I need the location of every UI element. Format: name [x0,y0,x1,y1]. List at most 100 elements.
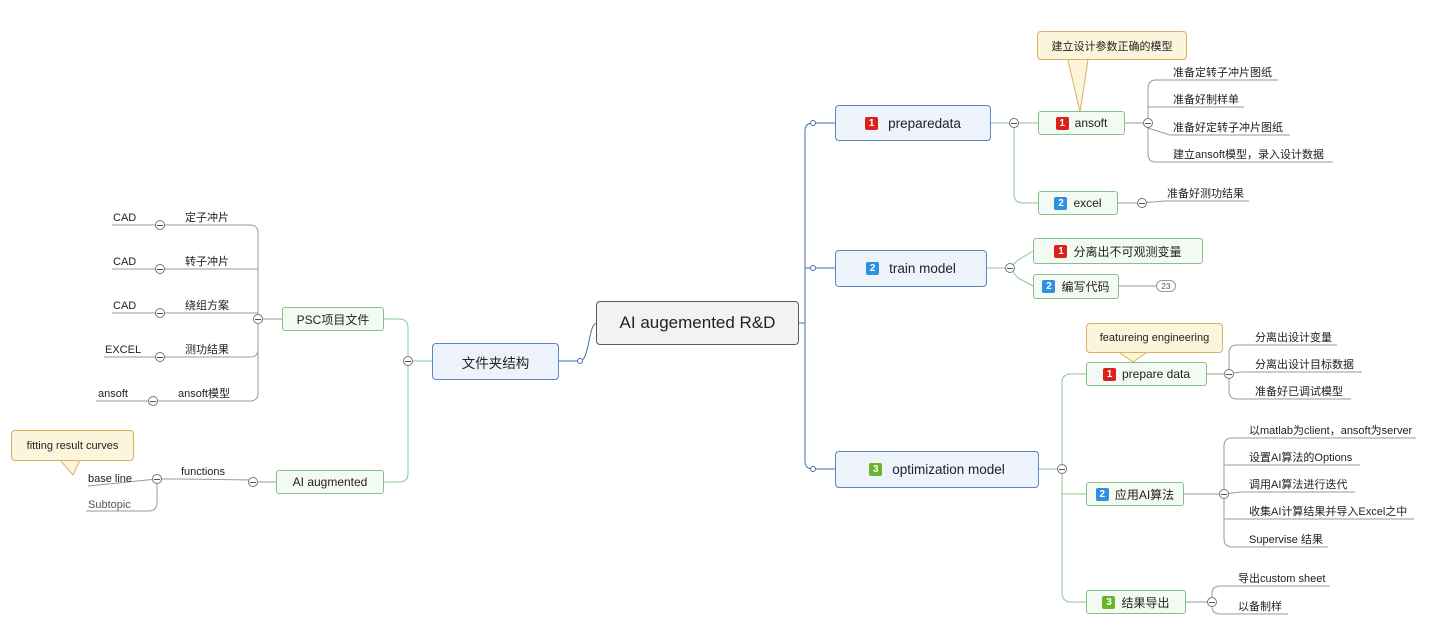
leaf-label: 准备好已调试模型 [1255,386,1343,398]
leaf-prepare-item[interactable]: 分离出设计目标数据 [1255,358,1354,372]
leaf-label: 准备好制样单 [1173,94,1239,106]
leaf-ansoft-item[interactable]: 准备好定转子冲片图纸 [1173,121,1283,135]
leaf-label: 准备好定转子冲片图纸 [1173,122,1283,134]
leaf-label: 测功结果 [185,344,229,356]
leaf-label: 收集AI计算结果并导入Excel之中 [1249,506,1408,518]
collapsed-count-badge[interactable]: 23 [1156,280,1176,292]
topic-separate-unobservable[interactable]: 1 分离出不可观测变量 [1033,238,1203,264]
topic-write-code[interactable]: 2 编写代码 [1033,274,1119,299]
leaf-psc-left[interactable]: CAD [113,211,136,225]
collapse-toggle[interactable] [248,477,258,487]
topic-prepare-data[interactable]: 1 prepare data [1086,362,1207,386]
topic-label: AI augmented [292,475,368,489]
collapse-toggle[interactable] [155,352,165,362]
leaf-ansoft-item[interactable]: 建立ansoft模型，录入设计数据 [1173,148,1324,162]
topic-label: 应用AI算法 [1114,487,1175,502]
leaf-excel-item[interactable]: 准备好测功结果 [1167,187,1244,201]
topic-label: excel [1073,196,1102,210]
leaf-psc-right[interactable]: 绕组方案 [185,299,229,313]
connector-dot[interactable] [810,466,816,472]
priority-1-icon: 1 [1102,367,1116,381]
topic-label: train model [889,261,956,276]
leaf-psc-right[interactable]: 转子冲片 [185,255,229,269]
leaf-apply-item[interactable]: 以matlab为client，ansoft为server [1249,424,1412,438]
priority-2-icon: 2 [1042,280,1056,293]
collapse-toggle[interactable] [152,474,162,484]
leaf-apply-item[interactable]: 收集AI计算结果并导入Excel之中 [1249,505,1407,519]
leaf-label: 建立ansoft模型，录入设计数据 [1173,149,1324,161]
leaf-psc-left[interactable]: CAD [113,255,136,269]
leaf-ansoft-item[interactable]: 准备定转子冲片图纸 [1173,66,1272,80]
collapse-toggle[interactable] [403,356,413,366]
collapse-toggle[interactable] [155,264,165,274]
callout-label: 建立设计参数正确的模型 [1051,40,1173,53]
topic-label: preparedata [888,115,961,131]
callout-feature-engineering[interactable]: featureing engineering [1086,323,1223,353]
leaf-psc-left[interactable]: EXCEL [105,343,141,357]
collapse-toggle[interactable] [155,220,165,230]
collapse-toggle[interactable] [1009,118,1019,128]
leaf-psc-left[interactable]: CAD [113,299,136,313]
collapse-toggle[interactable] [155,308,165,318]
collapse-toggle[interactable] [1219,489,1229,499]
topic-optimization-model[interactable]: 3 optimization model [835,451,1039,488]
topic-label: 分离出不可观测变量 [1073,244,1182,259]
topic-ai-augmented[interactable]: AI augmented [276,470,384,494]
leaf-label: CAD [113,212,137,224]
collapse-toggle[interactable] [253,314,263,324]
leaf-apply-item[interactable]: 调用AI算法进行迭代 [1249,478,1347,492]
collapse-toggle[interactable] [1137,198,1147,208]
leaf-functions[interactable]: functions [181,465,225,479]
priority-2-icon: 2 [866,262,880,275]
topic-psc-files[interactable]: PSC项目文件 [282,307,384,331]
collapse-toggle[interactable] [1057,464,1067,474]
connector-dot[interactable] [810,120,816,126]
collapse-toggle[interactable] [1207,597,1217,607]
leaf-psc-right[interactable]: 测功结果 [185,343,229,357]
leaf-base-line[interactable]: base line [88,472,132,486]
topic-ansoft[interactable]: 1 ansoft [1038,111,1125,135]
connector-dot[interactable] [577,358,583,364]
topic-folder-structure[interactable]: 文件夹结构 [432,343,559,380]
leaf-label: 以matlab为client，ansoft为server [1249,425,1413,437]
callout-label: featureing engineering [1099,332,1210,344]
topic-preparedata[interactable]: 1 preparedata [835,105,991,141]
leaf-apply-item[interactable]: Supervise 结果 [1249,533,1323,547]
leaf-label: EXCEL [105,344,142,356]
callout-label: fitting result curves [26,439,119,452]
topic-train-model[interactable]: 2 train model [835,250,987,287]
topic-label: ansoft [1074,116,1108,130]
leaf-prepare-item[interactable]: 分离出设计变量 [1255,331,1332,345]
topic-label: PSC项目文件 [296,312,370,327]
central-topic-label: AI augemented R&D [619,313,776,332]
leaf-label: 分离出设计目标数据 [1255,359,1354,371]
priority-2-icon: 2 [1095,487,1109,501]
priority-3-icon: 3 [869,463,883,476]
leaf-apply-item[interactable]: 设置AI算法的Options [1249,451,1352,465]
callout-correct-model[interactable]: 建立设计参数正确的模型 [1037,31,1187,60]
leaf-ansoft-item[interactable]: 准备好制样单 [1173,93,1239,107]
leaf-prepare-item[interactable]: 准备好已调试模型 [1255,385,1343,399]
collapse-toggle[interactable] [1224,369,1234,379]
leaf-label: ansoft模型 [178,388,230,400]
collapse-toggle[interactable] [1143,118,1153,128]
callout-fitting-result[interactable]: fitting result curves [11,430,134,461]
central-topic[interactable]: AI augemented R&D [596,301,799,345]
collapse-toggle[interactable] [148,396,158,406]
priority-1-icon: 1 [865,116,879,130]
leaf-psc-right[interactable]: ansoft模型 [178,387,230,401]
leaf-psc-right[interactable]: 定子冲片 [185,211,229,225]
leaf-export-item[interactable]: 导出custom sheet [1238,572,1325,586]
leaf-psc-left[interactable]: ansoft [98,387,128,401]
leaf-label: 转子冲片 [185,256,229,268]
topic-excel[interactable]: 2 excel [1038,191,1118,215]
leaf-label: 准备好测功结果 [1167,188,1244,200]
leaf-label: 以备制样 [1238,601,1282,613]
collapse-toggle[interactable] [1005,263,1015,273]
count-label: 23 [1161,281,1171,291]
connector-dot[interactable] [810,265,816,271]
leaf-subtopic[interactable]: Subtopic [88,498,131,512]
topic-apply-ai[interactable]: 2 应用AI算法 [1086,482,1184,506]
topic-export-results[interactable]: 3 结果导出 [1086,590,1186,614]
leaf-export-item[interactable]: 以备制样 [1238,600,1282,614]
